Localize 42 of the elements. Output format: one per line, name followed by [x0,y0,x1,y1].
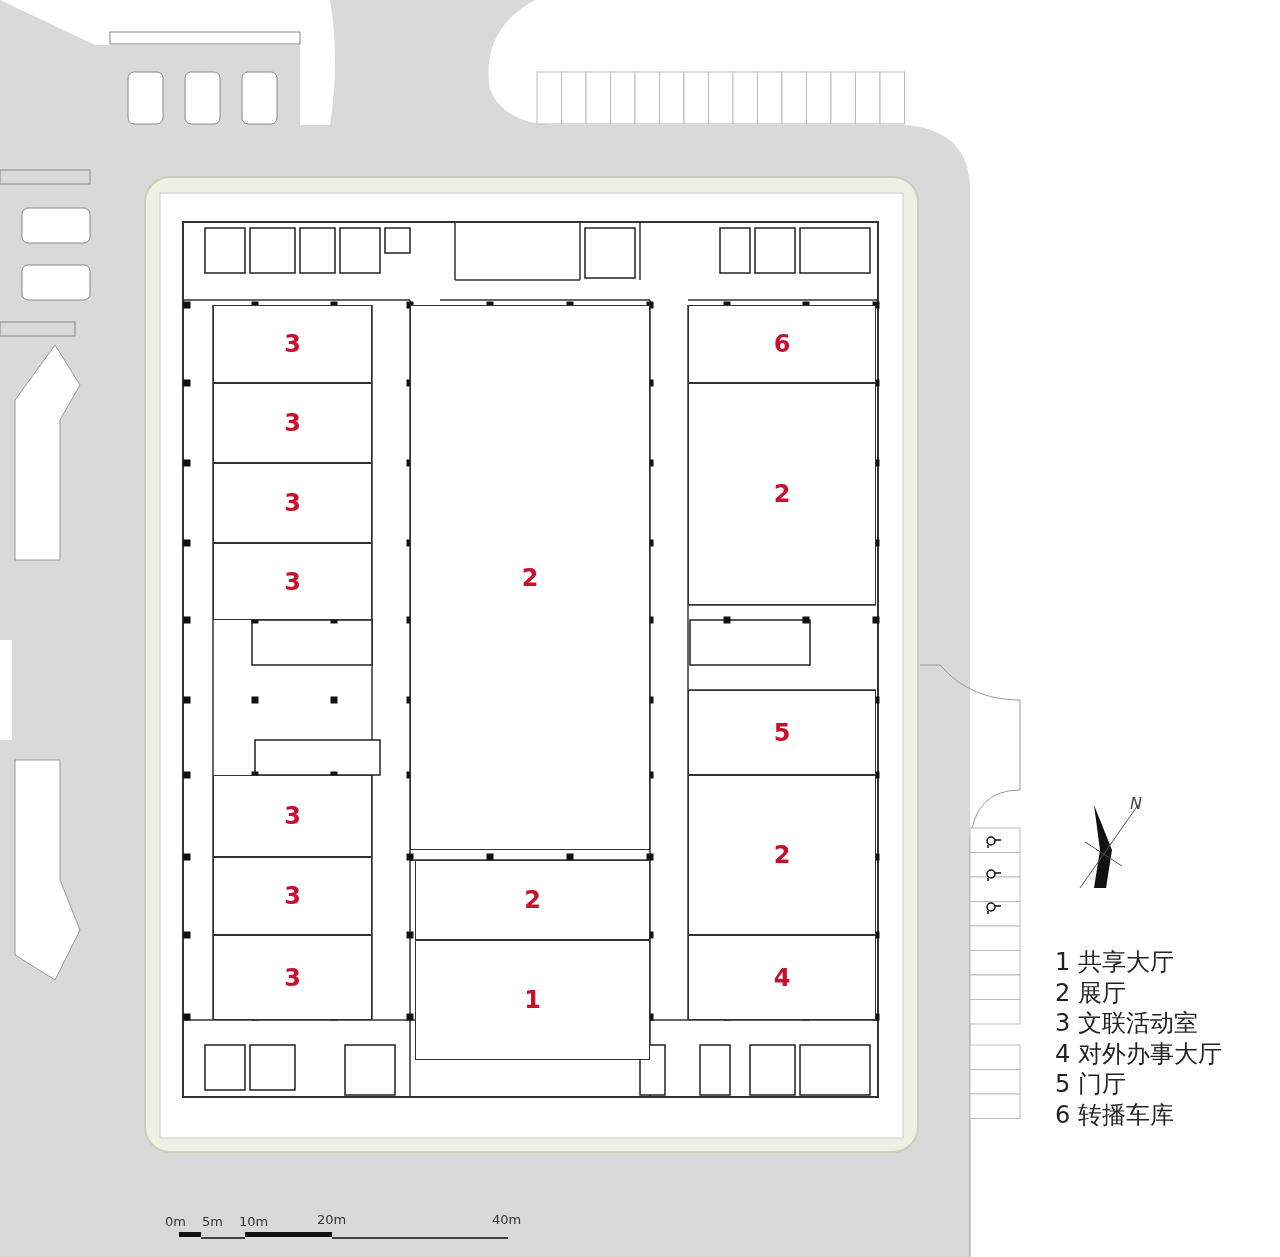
scale-label: 40m [492,1213,522,1226]
room-number: 1 [524,988,541,1012]
room-number: 3 [284,804,301,828]
room-number: 3 [284,491,301,515]
room [213,305,372,383]
room [213,775,372,857]
room-number: 3 [284,884,301,908]
room-number: 4 [773,965,791,990]
room-number: 5 [773,720,791,745]
room [415,860,650,940]
room [213,463,372,543]
room-number: 3 [284,569,301,594]
room [688,775,876,935]
scale-label: 0m [165,1215,186,1228]
room [688,935,876,1020]
room [213,543,372,620]
scale-label: 10m [239,1215,269,1228]
legend-entry: 4 对外办事大厅 [1055,1041,1222,1066]
room-number: 2 [524,888,541,912]
room-number: 3 [284,332,301,356]
room-number: 3 [284,965,301,990]
scale-label: 20m [317,1213,347,1226]
room-number: 2 [773,843,791,867]
compass-letter: N [1130,796,1142,812]
room [410,305,650,850]
scale-label: 5m [202,1215,223,1228]
legend-entry: 2 展厅 [1055,980,1126,1005]
legend-entry: 1 共享大厅 [1055,950,1174,974]
legend-entry: 5 门厅 [1055,1072,1126,1096]
room [688,383,876,605]
legend-entry: 3 文联活动室 [1055,1011,1198,1035]
room [213,935,372,1020]
room-number: 2 [773,482,791,506]
room-number: 2 [521,565,539,590]
room-number: 3 [284,411,301,435]
room [213,383,372,463]
room [688,305,876,383]
legend-entry: 6 转播车库 [1055,1102,1174,1127]
room-number: 6 [773,332,791,356]
room [415,940,650,1060]
room [688,690,876,775]
room [213,857,372,935]
